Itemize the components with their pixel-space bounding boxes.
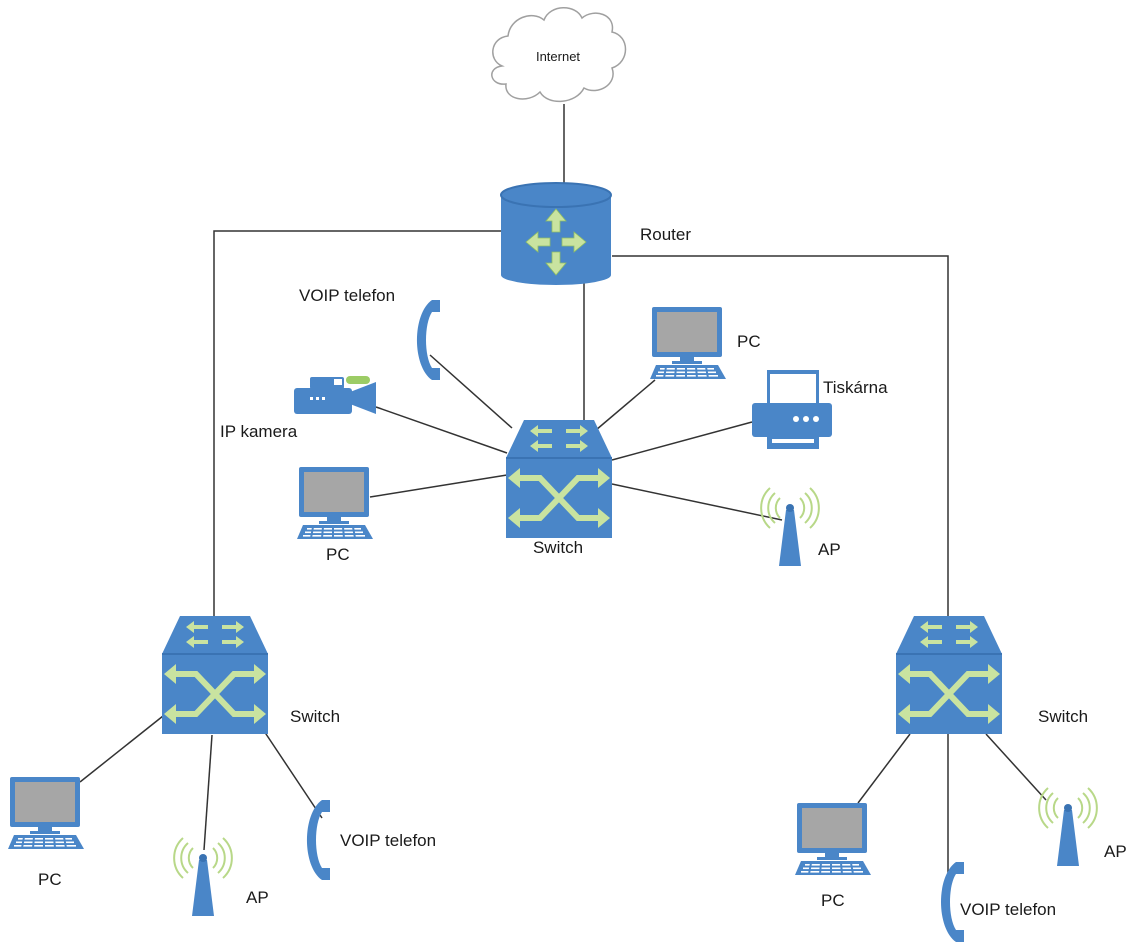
left-pc-label: PC [38,870,62,889]
left-voip-label: VOIP telefon [340,831,436,850]
center-pc-left-node: PC [296,466,374,564]
connections [79,104,1047,876]
center-printer-node: Tiskárna [752,370,888,449]
switch-icon [162,616,268,734]
center-ap-node: AP [760,487,841,567]
link-switch-center-pc-right [595,379,656,431]
link-switch-left-ap [203,734,213,851]
switch-right-label: Switch [1038,707,1088,726]
pc-icon [649,306,727,380]
left-voip-node: VOIP telefon [307,800,436,880]
cloud-icon [491,7,627,102]
switch-left-label: Switch [290,707,340,726]
left-pc-node: PC [7,776,85,889]
switch-left-node: Switch [162,616,340,734]
link-switch-center-voip [429,354,513,429]
center-camera-node: IP kamera [220,376,376,441]
link-switch-left-pc [79,715,164,783]
link-switch-right-pc [857,733,911,804]
router-node: Router [500,182,691,285]
center-voip-label: VOIP telefon [299,286,395,305]
phone-icon [417,300,440,380]
switch-icon [896,616,1002,734]
switch-icon [506,420,612,538]
center-pc-right-label: PC [737,332,761,351]
link-router-switch-right [612,255,949,626]
left-ap-label: AP [246,888,269,907]
center-camera-label: IP kamera [220,422,298,441]
right-voip-label: VOIP telefon [960,900,1056,919]
switch-right-node: Switch [896,616,1088,734]
right-pc-node: PC [794,802,872,910]
switch-center-label: Switch [533,538,583,557]
center-pc-right-node: PC [649,306,761,380]
access-point-icon [1038,787,1098,867]
pc-icon [7,776,85,850]
internet-label: Internet [536,49,580,64]
pc-icon [296,466,374,540]
printer-icon [752,370,832,449]
router-label: Router [640,225,691,244]
center-printer-label: Tiskárna [823,378,888,397]
link-switch-right-ap [985,733,1047,801]
pc-icon [794,802,872,876]
left-ap-node: AP [173,837,269,917]
internet-node: Internet [491,7,627,102]
right-ap-label: AP [1104,842,1127,861]
camera-icon [294,376,376,414]
right-ap-node: AP [1038,787,1127,867]
center-pc-left-label: PC [326,545,350,564]
phone-icon [307,800,330,880]
access-point-icon [173,837,233,917]
link-switch-center-printer [611,421,753,461]
link-switch-center-ap [611,483,783,521]
link-switch-center-pc-left [369,474,508,498]
access-point-icon [760,487,820,567]
right-pc-label: PC [821,891,845,910]
center-ap-label: AP [818,540,841,559]
link-router-switch-left [213,230,501,626]
router-icon [500,182,612,285]
link-switch-left-voip [261,727,323,819]
link-switch-center-camera [375,406,508,454]
switch-center-node: Switch [506,420,612,557]
right-voip-node: VOIP telefon [941,862,1056,942]
center-voip-node: VOIP telefon [299,286,440,380]
